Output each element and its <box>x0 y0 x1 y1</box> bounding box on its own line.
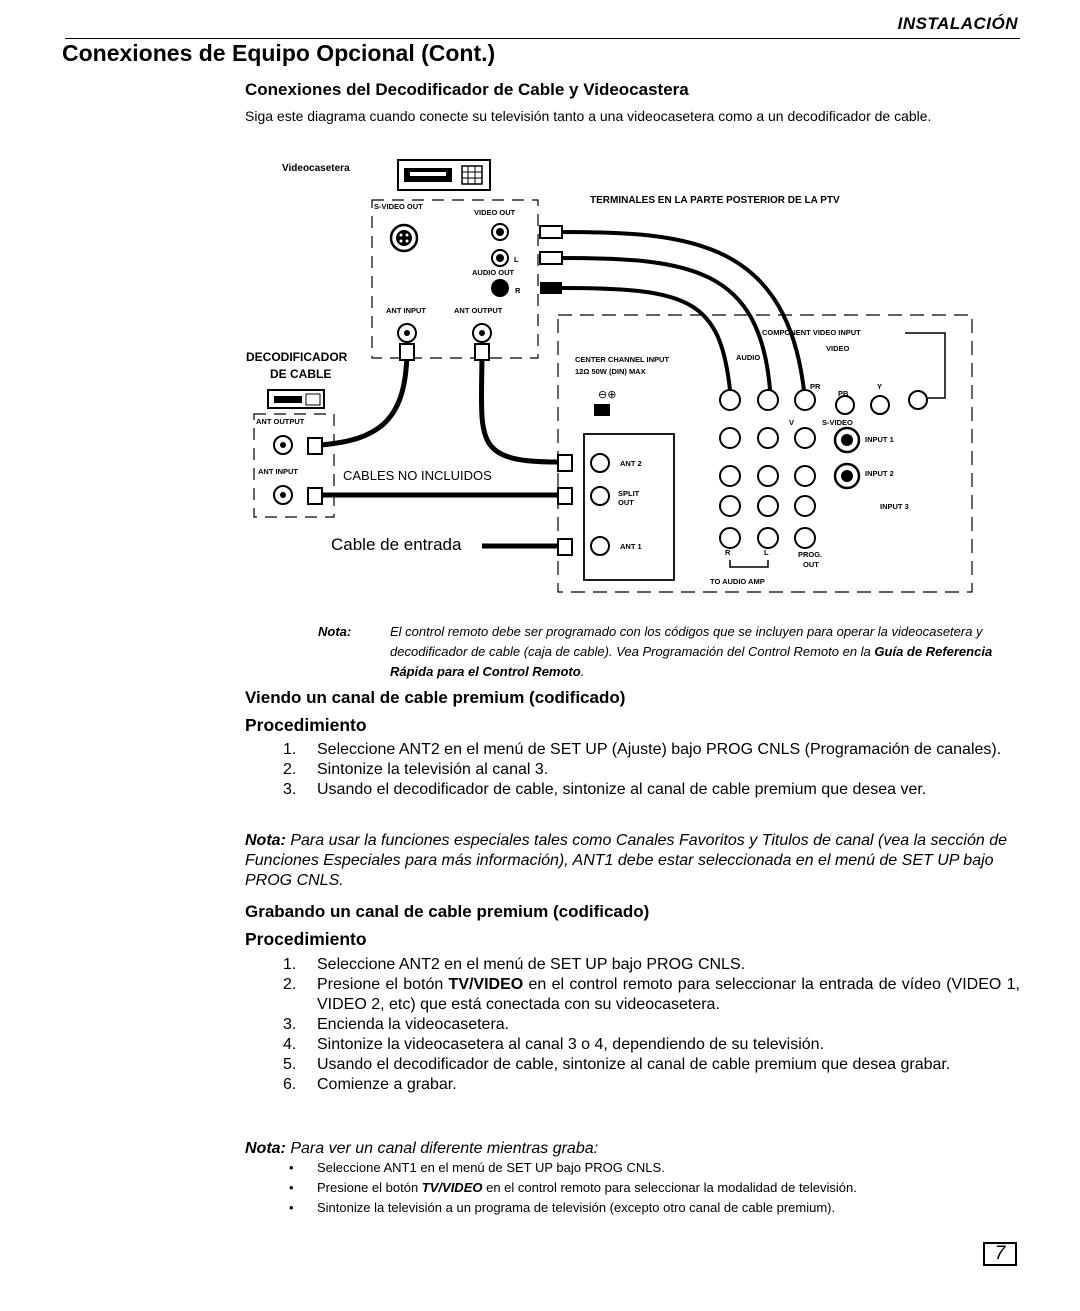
list-item: 4.Sintonize la videocasetera al canal 3 … <box>283 1036 825 1053</box>
note-label: Nota: <box>318 624 352 639</box>
ant2-label: ANT 2 <box>620 459 642 468</box>
video-label: VIDEO <box>826 344 850 353</box>
list-item: 2.Sintonize la televisión al canal 3. <box>283 761 549 778</box>
section2-list: 1.Seleccione ANT2 en el menú de SET UP b… <box>245 955 1020 1095</box>
list-item: 1.Seleccione ANT2 en el menú de SET UP (… <box>283 741 1002 758</box>
video-out-label: VIDEO OUT <box>474 208 516 217</box>
prog-label: PROG. <box>798 550 822 559</box>
v-label: V <box>789 418 794 427</box>
list-item: 3.Encienda la videocasetera. <box>283 1016 510 1033</box>
section-header: INSTALACIÓN <box>897 14 1018 33</box>
to-audio-amp-label: TO AUDIO AMP <box>710 577 765 586</box>
cable-decoder-icon <box>267 389 325 409</box>
section1-note-text: Para usar la funciones especiales tales … <box>245 832 1008 889</box>
connection-diagram: Videocasetera S-VIDEO OUT VIDEO OUT L AU… <box>246 159 973 593</box>
center-channel-label: CENTER CHANNEL INPUT <box>575 355 669 364</box>
section2-proc: Procedimiento <box>245 929 367 949</box>
vcr-label: Videocasetera <box>282 163 350 174</box>
tv-s-video-jacks <box>833 426 861 490</box>
section1-proc: Procedimiento <box>245 715 367 735</box>
bullet-item: •Sintonize la televisión a un programa d… <box>289 1200 836 1215</box>
cables-note: CABLES NO INCLUIDOS <box>343 468 492 483</box>
antenna-box <box>583 433 675 581</box>
vcr-video-out-jack <box>491 223 509 241</box>
section2-note-text: Para ver un canal diferente mientras gra… <box>290 1140 599 1157</box>
dec-ant-input-jack <box>273 485 293 505</box>
decoder-label: DECODIFICADOR <box>246 350 348 364</box>
tv-rca-jacks <box>719 389 928 549</box>
input1-label: INPUT 1 <box>865 435 894 444</box>
note-remote: Nota: El control remoto debe ser program… <box>318 622 1020 682</box>
note-text: El control remoto debe ser programado co… <box>390 624 983 659</box>
intro-text: Siga este diagrama cuando conecte su tel… <box>245 108 932 124</box>
section1-heading: Viendo un canal de cable premium (codifi… <box>245 688 626 707</box>
y-label: Y <box>877 382 882 391</box>
page-number: 7 <box>983 1242 1017 1266</box>
vcr-ant-input-jack <box>397 323 417 343</box>
f-connectors <box>307 343 573 556</box>
ptv-title: TERMINALES EN LA PARTE POSTERIOR DE LA P… <box>590 195 840 206</box>
dec-ant-output-label: ANT OUTPUT <box>256 417 305 426</box>
pb-label: PB <box>838 389 849 398</box>
vcr-audio-r-jack <box>491 279 509 297</box>
vcr-ant-output-jack <box>472 323 492 343</box>
section2-note-label: Nota: <box>245 1140 286 1157</box>
section2-note: Nota: Para ver un canal diferente mientr… <box>245 1139 1020 1159</box>
r-label: R <box>515 286 521 295</box>
section1-note: Nota: Para usar la funciones especiales … <box>245 831 1020 891</box>
audio-out-label: AUDIO OUT <box>472 268 515 277</box>
vcr-panel-outline <box>371 199 539 359</box>
audio-label: AUDIO <box>736 353 760 362</box>
list-item: 1.Seleccione ANT2 en el menú de SET UP b… <box>283 956 746 973</box>
s-video-out-label: S-VIDEO OUT <box>374 202 423 211</box>
prog-out-label: OUT <box>803 560 819 569</box>
speaker-terminals-icon: ⊖⊕ <box>598 388 616 401</box>
section1-note-label: Nota: <box>245 832 286 849</box>
center-channel-spec: 12Ω 50W (DIN) MAX <box>575 367 646 376</box>
dec-ant-input-label: ANT INPUT <box>258 467 298 476</box>
section2-heading: Grabando un canal de cable premium (codi… <box>245 902 650 921</box>
decoder-label-2: DE CABLE <box>270 367 331 381</box>
header-rule <box>65 38 1020 39</box>
l-label: L <box>514 255 519 264</box>
ptv-panel-outline <box>557 314 973 593</box>
s-video-label: S-VIDEO <box>822 418 853 427</box>
l2-label: L <box>764 548 769 557</box>
vcr-audio-l-jack <box>491 249 509 267</box>
page-title: Conexiones de Equipo Opcional (Cont.) <box>62 40 496 66</box>
tv-ant-jacks <box>590 453 610 556</box>
coax-cables <box>319 347 559 549</box>
decoder-panel-outline <box>253 413 335 518</box>
cable-input-label: Cable de entrada <box>331 535 462 554</box>
note-end: . <box>580 664 585 679</box>
ant1-label: ANT 1 <box>620 542 642 551</box>
bullet-item: •Seleccione ANT1 en el menú de SET UP ba… <box>289 1160 665 1175</box>
pr-label: PR <box>810 382 821 391</box>
section1-list: 1.Seleccione ANT2 en el menú de SET UP (… <box>245 740 1020 800</box>
vcr-s-video-jack <box>389 223 419 253</box>
vcr-ant-output-label: ANT OUTPUT <box>454 306 503 315</box>
vcr-icon <box>397 159 491 191</box>
list-item: 2.Presione el botón TV/VIDEO en el contr… <box>283 976 1020 1013</box>
input2-label: INPUT 2 <box>865 469 894 478</box>
dec-ant-output-jack <box>273 435 293 455</box>
speaker-terminal <box>594 404 610 416</box>
list-item: 3.Usando el decodificador de cable, sint… <box>283 781 927 798</box>
vcr-ant-input-label: ANT INPUT <box>386 306 426 315</box>
r2-label: R <box>725 548 731 557</box>
rca-plugs <box>539 225 563 294</box>
intro-heading: Conexiones del Decodificador de Cable y … <box>245 80 689 99</box>
input3-label: INPUT 3 <box>880 502 909 511</box>
component-input-label: COMPONENT VIDEO INPUT <box>762 328 861 337</box>
list-item: 6.Comienze a grabar. <box>283 1076 457 1093</box>
bullet-item: •Presione el botón TV/VIDEO en el contro… <box>289 1180 857 1195</box>
note-bold: Guía de Referencia Rápida para el Contro… <box>390 644 993 679</box>
av-cables <box>561 230 807 401</box>
section2-bullets: •Seleccione ANT1 en el menú de SET UP ba… <box>245 1158 1020 1218</box>
list-item: 5.Usando el decodificador de cable, sint… <box>283 1056 951 1073</box>
split-out-label: OUT <box>618 498 634 507</box>
split-label: SPLIT <box>618 489 640 498</box>
